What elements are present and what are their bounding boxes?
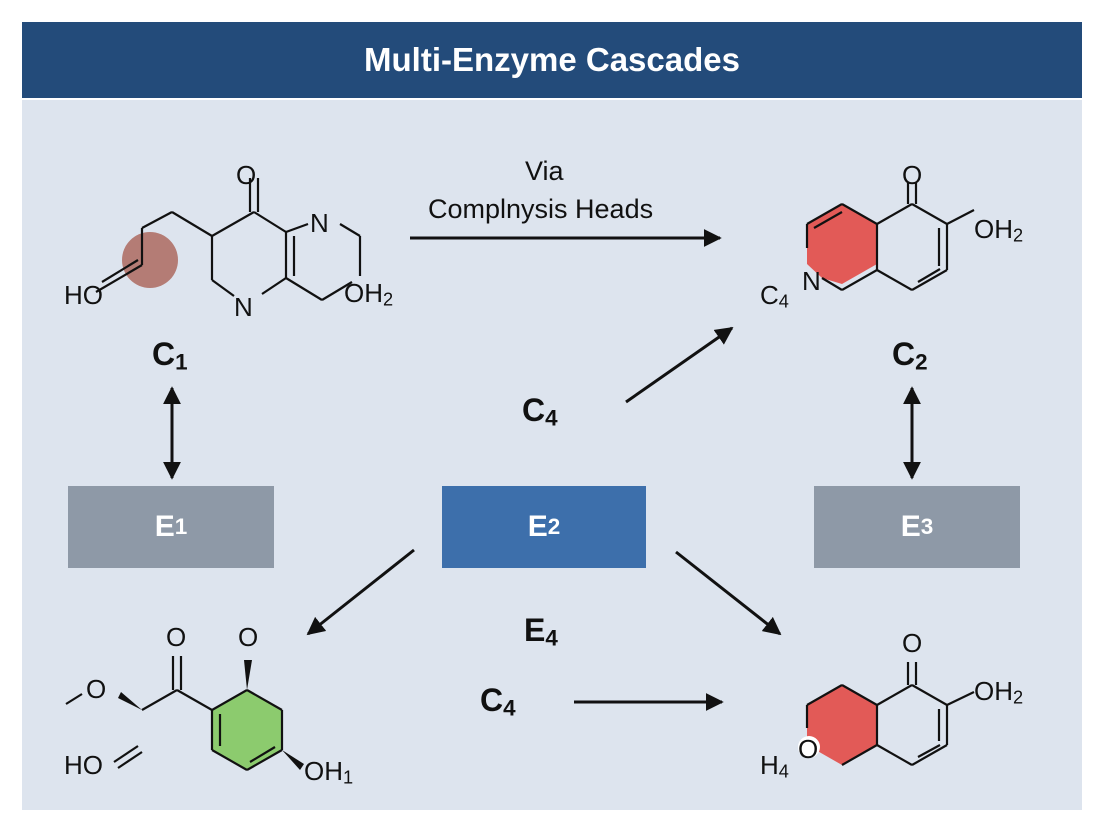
atom-label: N (234, 292, 253, 322)
compound-c3-structure (65, 656, 304, 771)
compound-c4-structure (798, 662, 975, 766)
wedge-bond-1 (118, 692, 142, 710)
arrow-e2-to-c4 (675, 550, 782, 636)
diagram-panel: O N HO N OH2 C1 O OH2 C4 N C2 O O O HO O… (22, 100, 1082, 810)
highlight-circle (122, 232, 178, 288)
atom-label: C4 (760, 280, 789, 312)
atom-label: OH2 (974, 214, 1024, 246)
atom-label: H4 (760, 750, 789, 782)
wedge-bond-2 (244, 660, 252, 690)
atom-label: O (236, 160, 257, 190)
atom-label: O (238, 622, 259, 652)
atom-label: O (86, 674, 107, 704)
arrow-label-e4: E4 (524, 612, 558, 651)
wedge-bond-3 (282, 750, 304, 770)
atom-label: OH2 (974, 676, 1024, 708)
diagram-canvas (65, 178, 975, 771)
compound-label-c2: C2 (892, 336, 928, 375)
arrow-e2-to-c3 (306, 548, 415, 636)
atom-label: O (902, 628, 923, 658)
arrow-label-c4-bottom: C4 (480, 682, 516, 721)
atom-label: O (166, 622, 187, 652)
atom-label: OH1 (304, 756, 354, 788)
header-bar: Multi-Enzyme Cascades (22, 22, 1082, 98)
arrow-label-pathway: Complnysis Heads (428, 194, 654, 224)
atom-label: O (902, 160, 923, 190)
atom-label: HO (64, 750, 103, 780)
atom-label: OH2 (344, 278, 394, 310)
red-ring-fill-2 (807, 685, 877, 765)
atom-label: O (798, 734, 819, 764)
arrow-c4-to-c2 (625, 326, 734, 404)
arrow-label-via: Via (525, 156, 564, 186)
arrow-label-c4-middle: C4 (522, 392, 558, 431)
compound-c1-structure (95, 178, 362, 301)
compound-label-c1: C1 (152, 336, 188, 375)
green-ring-fill (212, 690, 282, 770)
atom-label: N (310, 208, 329, 238)
page-title: Multi-Enzyme Cascades (364, 41, 740, 78)
compound-c2-structure (805, 182, 975, 291)
atom-label: HO (64, 280, 103, 310)
atom-label: N (802, 266, 821, 296)
red-ring-fill (807, 204, 877, 284)
